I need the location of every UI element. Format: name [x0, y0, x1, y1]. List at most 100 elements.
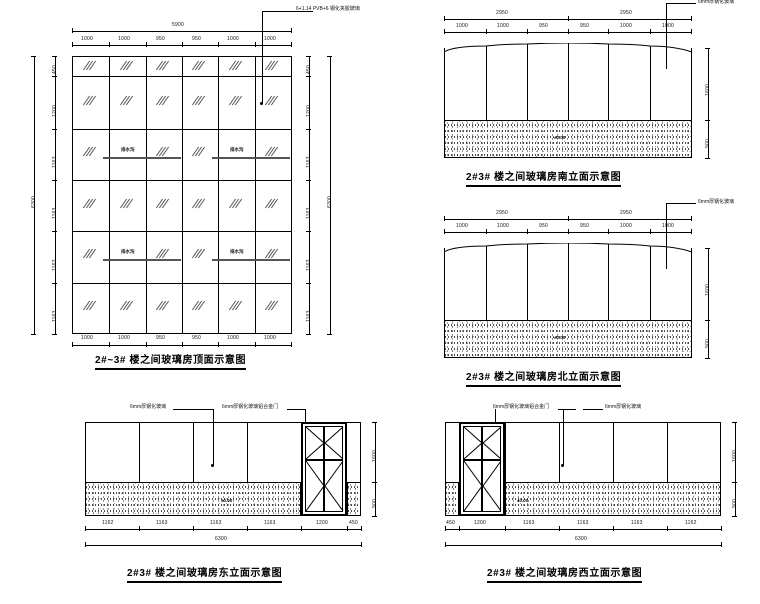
dim-north-height-glass: 1600 — [705, 284, 711, 296]
dim-top-6: 1000 — [264, 36, 276, 42]
mullion-north-1 — [486, 246, 487, 320]
leader-dot-glass-east — [211, 464, 214, 467]
dim-west-panel-4: 1163 — [577, 520, 589, 526]
dim-top-1: 1000 — [81, 36, 93, 42]
mullion-south-3 — [568, 43, 569, 120]
mullion-north-2 — [527, 244, 528, 320]
leader-stem-laminated-glass — [262, 11, 263, 104]
dim-south-height-base: 900 — [705, 139, 711, 148]
dim-bottom-1: 1000 — [81, 335, 93, 341]
callout-glass-door-east: 6mm厚钢化玻璃铝合金门 — [222, 404, 279, 410]
dim-left-6: 1163 — [52, 310, 58, 322]
gutter-label-1: 排水沟 — [121, 147, 135, 152]
mullion-south-2 — [527, 44, 528, 120]
leader-stem-glass-west — [563, 409, 564, 466]
dim-west-panel-5: 1163 — [631, 520, 643, 526]
mullion-north-5 — [650, 246, 651, 320]
mullion-west-3 — [613, 422, 614, 516]
door-swing-lines-east — [305, 426, 344, 512]
dim-east-panel-4: 1163 — [264, 520, 276, 526]
callout-tempered-glass-north: 6mm厚钢化玻璃 — [698, 199, 735, 205]
grid-h-4 — [72, 231, 292, 232]
dim-north-panel-5: 1000 — [620, 223, 632, 229]
dim-line-west-h-glass — [735, 422, 736, 482]
dim-south-upper-1: 2950 — [496, 10, 508, 16]
gutter-label-4: 排水沟 — [230, 249, 244, 254]
mullion-north-3 — [568, 243, 569, 320]
dim-line-overall-height — [34, 56, 35, 334]
dim-south-upper-2: 2950 — [620, 10, 632, 16]
dim-line-east-h-base — [375, 482, 376, 516]
gutter-line-2 — [212, 157, 290, 159]
mullion-east-3 — [247, 422, 248, 516]
dim-east-height-base: 900 — [372, 499, 378, 508]
grid-h-5 — [72, 283, 292, 284]
dim-south-panel-1: 1000 — [456, 23, 468, 29]
dim-east-panel-1: 1162 — [102, 520, 114, 526]
dim-line-overall-width — [72, 31, 292, 32]
dim-top-3: 950 — [156, 36, 165, 42]
dim-south-panel-4: 950 — [580, 23, 589, 29]
ground-base-east-right — [347, 482, 361, 516]
callout-laminated-glass: 6+1.14 PVB+6 钢化夹胶玻璃 — [296, 6, 360, 12]
dim-north-panel-1: 1000 — [456, 223, 468, 229]
dim-right-4: 1163 — [306, 207, 312, 219]
dim-east-panel-3: 1163 — [210, 520, 222, 526]
mullion-south-1 — [486, 46, 487, 120]
dim-north-height-base: 900 — [705, 339, 711, 348]
dim-north-panel-2: 1000 — [497, 223, 509, 229]
dim-line-east-h-glass — [375, 422, 376, 482]
dim-south-panel-5: 1000 — [620, 23, 632, 29]
dim-left-4: 1163 — [52, 207, 58, 219]
callout-glass-door-west: 6mm厚钢化玻璃铝合金门 — [493, 404, 550, 410]
gutter-label-2: 排水沟 — [230, 147, 244, 152]
dim-left-2: 1200 — [52, 105, 58, 117]
mullion-south-0 — [444, 48, 445, 120]
ground-base-east-left — [85, 482, 301, 516]
glass-door-west[interactable] — [459, 422, 505, 516]
view-south-elevation: 6mm厚钢化玻璃 2950 2950 1000 1000 950 950 100… — [430, 0, 760, 195]
dim-west-panel-6: 1162 — [685, 520, 697, 526]
grid-v-1 — [109, 56, 110, 334]
dim-south-panel-2: 1000 — [497, 23, 509, 29]
dim-right-5: 1163 — [306, 259, 312, 271]
leader-line-laminated-glass — [285, 11, 313, 12]
dim-top-4: 950 — [192, 36, 201, 42]
view-roof-plan: 6+1.14 PVB+6 钢化夹胶玻璃 5900 1000 1000 950 9… — [0, 0, 380, 380]
mullion-north-0 — [444, 248, 445, 320]
leader-stem-glass-east — [213, 409, 214, 466]
dim-bottom-5: 1000 — [227, 335, 239, 341]
door-swing-lines-west — [463, 426, 502, 512]
view-west-elevation: 6mm厚钢化玻璃铝合金门 6mm厚钢化玻璃 ±0.00 1600 900 450… — [435, 398, 755, 604]
dim-right-6: 1163 — [306, 310, 312, 322]
dim-line-north-h-base — [708, 320, 709, 358]
dim-top-5: 1000 — [227, 36, 239, 42]
dim-south-height-glass: 1600 — [705, 84, 711, 96]
callout-tempered-glass-west: 6mm厚钢化玻璃 — [605, 404, 642, 410]
dim-north-panel-6: 1000 — [662, 223, 674, 229]
view-title-east-elevation: 2#3# 楼之间玻璃房东立面示意图 — [127, 564, 283, 583]
dim-line-east-panels — [85, 529, 361, 530]
dim-bottom-6: 1000 — [264, 335, 276, 341]
leader-stem-door-west — [495, 409, 496, 422]
dim-west-panel-1: 450 — [446, 520, 455, 526]
glass-door-east[interactable] — [301, 422, 347, 516]
view-title-roof-plan: 2#~3# 楼之间玻璃房顶面示意图 — [95, 351, 247, 370]
dim-left-3: 1163 — [52, 156, 58, 168]
ground-base-north — [444, 320, 692, 358]
dim-line-south-h-glass — [708, 48, 709, 120]
gutter-line-3 — [103, 259, 181, 261]
dim-right-3: 1163 — [306, 156, 312, 168]
dim-left-1: 450 — [52, 65, 58, 74]
dim-top-2: 1000 — [118, 36, 130, 42]
dim-west-overall-width: 6300 — [575, 536, 587, 542]
dim-west-panel-2: 1200 — [474, 520, 486, 526]
dim-bottom-3: 950 — [156, 335, 165, 341]
callout-tempered-glass-east: 6mm厚钢化玻璃 — [130, 404, 167, 410]
dim-east-height-glass: 1600 — [372, 450, 378, 462]
leader-stem-tempered-glass-south — [666, 3, 667, 69]
grid-h-2 — [72, 129, 292, 130]
dim-bottom-2: 1000 — [118, 335, 130, 341]
leader-stem-door-east — [305, 409, 306, 422]
mullion-south-5 — [650, 46, 651, 120]
